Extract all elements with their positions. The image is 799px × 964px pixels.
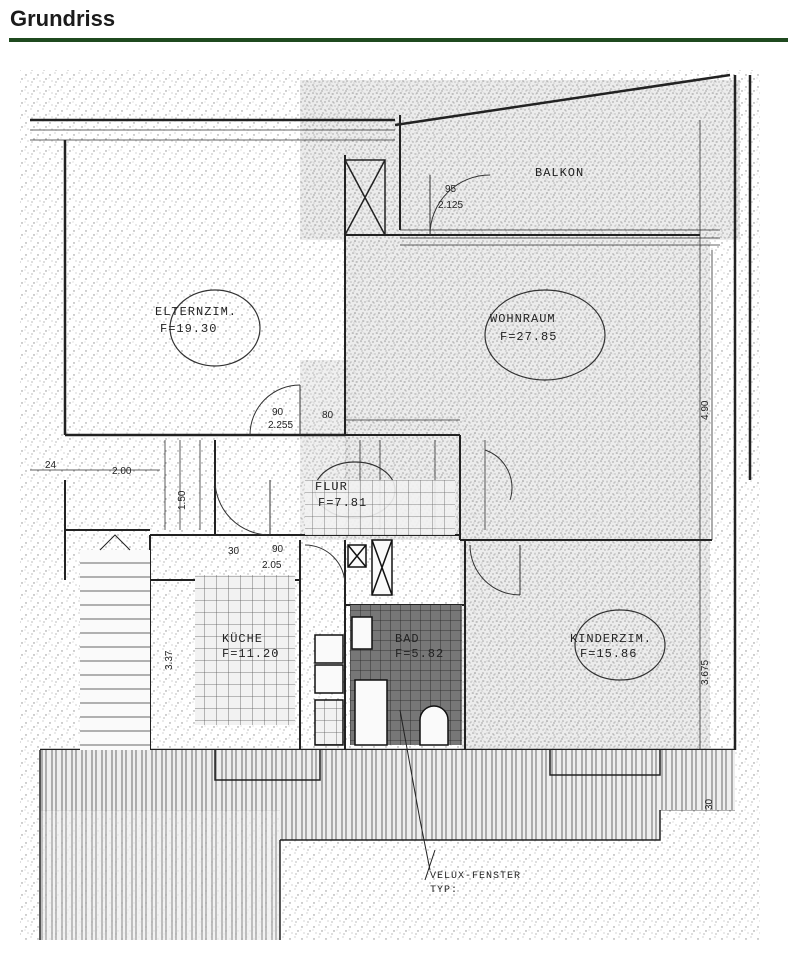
chimney xyxy=(344,159,386,236)
dim-80: 80 xyxy=(322,410,334,421)
kinderzimmer-area xyxy=(460,540,710,750)
roof-deck-lower xyxy=(280,810,660,840)
room-area-elternzimmer: F=19.30 xyxy=(160,322,217,336)
roof-deck-edges xyxy=(39,750,661,940)
dim-90b: 90 xyxy=(272,544,284,555)
stair-arrow xyxy=(99,534,131,551)
room-name-wohnraum: WOHNRAUM xyxy=(490,312,556,326)
flur-tiles xyxy=(305,480,455,535)
roof-deck xyxy=(40,750,735,810)
kueche-tiles xyxy=(195,575,295,725)
header: Grundriss xyxy=(0,0,799,46)
staircase xyxy=(80,550,150,750)
roof-deck-left xyxy=(40,810,280,940)
door-swings xyxy=(214,174,521,626)
dim-24: 24 xyxy=(45,460,57,471)
room-area-kueche: F=11.20 xyxy=(222,647,279,661)
dim-2255: 2.255 xyxy=(268,420,293,431)
room-name-flur: FLUR xyxy=(315,480,348,494)
room-area-kinderzimmer: F=15.86 xyxy=(580,647,637,661)
dim-95: 95 xyxy=(445,184,457,195)
dim-205: 2.05 xyxy=(262,560,282,571)
room-name-kueche: KÜCHE xyxy=(222,632,263,646)
floor-plan: ELTERNZIM. F=19.30 WOHNRAUM F=27.85 BALK… xyxy=(0,60,799,964)
floor-plan-drawing: ELTERNZIM. F=19.30 WOHNRAUM F=27.85 BALK… xyxy=(20,70,760,940)
room-name-elternzimmer: ELTERNZIM. xyxy=(155,305,237,319)
note-leader xyxy=(399,709,431,871)
dim-150: 1.50 xyxy=(177,490,188,510)
note-leader-tick xyxy=(424,849,436,881)
dim-490: 4.90 xyxy=(700,400,711,420)
room-name-balkon: BALKON xyxy=(535,166,584,180)
dim-3675: 3.675 xyxy=(700,660,711,685)
room-name-bad: BAD xyxy=(395,632,420,646)
kueche-fixtures xyxy=(314,539,393,746)
page-title: Grundriss xyxy=(10,6,116,31)
room-area-wohnraum: F=27.85 xyxy=(500,330,557,344)
dim-2125: 2.125 xyxy=(438,200,463,211)
room-area-bad: F=5.82 xyxy=(395,647,444,661)
velux-note-line2: TYP: xyxy=(430,885,458,896)
dim-30: 30 xyxy=(228,546,240,557)
velux-note-line1: VELUX-FENSTER xyxy=(430,871,521,882)
bad-fixtures xyxy=(351,616,449,746)
dim-200: 2.00 xyxy=(112,466,132,477)
dim-337: 3.37 xyxy=(164,650,175,670)
room-name-kinderzimmer: KINDERZIM. xyxy=(570,632,652,646)
dim-30-vertical: 30 xyxy=(704,798,715,810)
title-rule xyxy=(9,38,788,42)
dim-90a: 90 xyxy=(272,407,284,418)
room-area-flur: F=7.81 xyxy=(318,496,367,510)
